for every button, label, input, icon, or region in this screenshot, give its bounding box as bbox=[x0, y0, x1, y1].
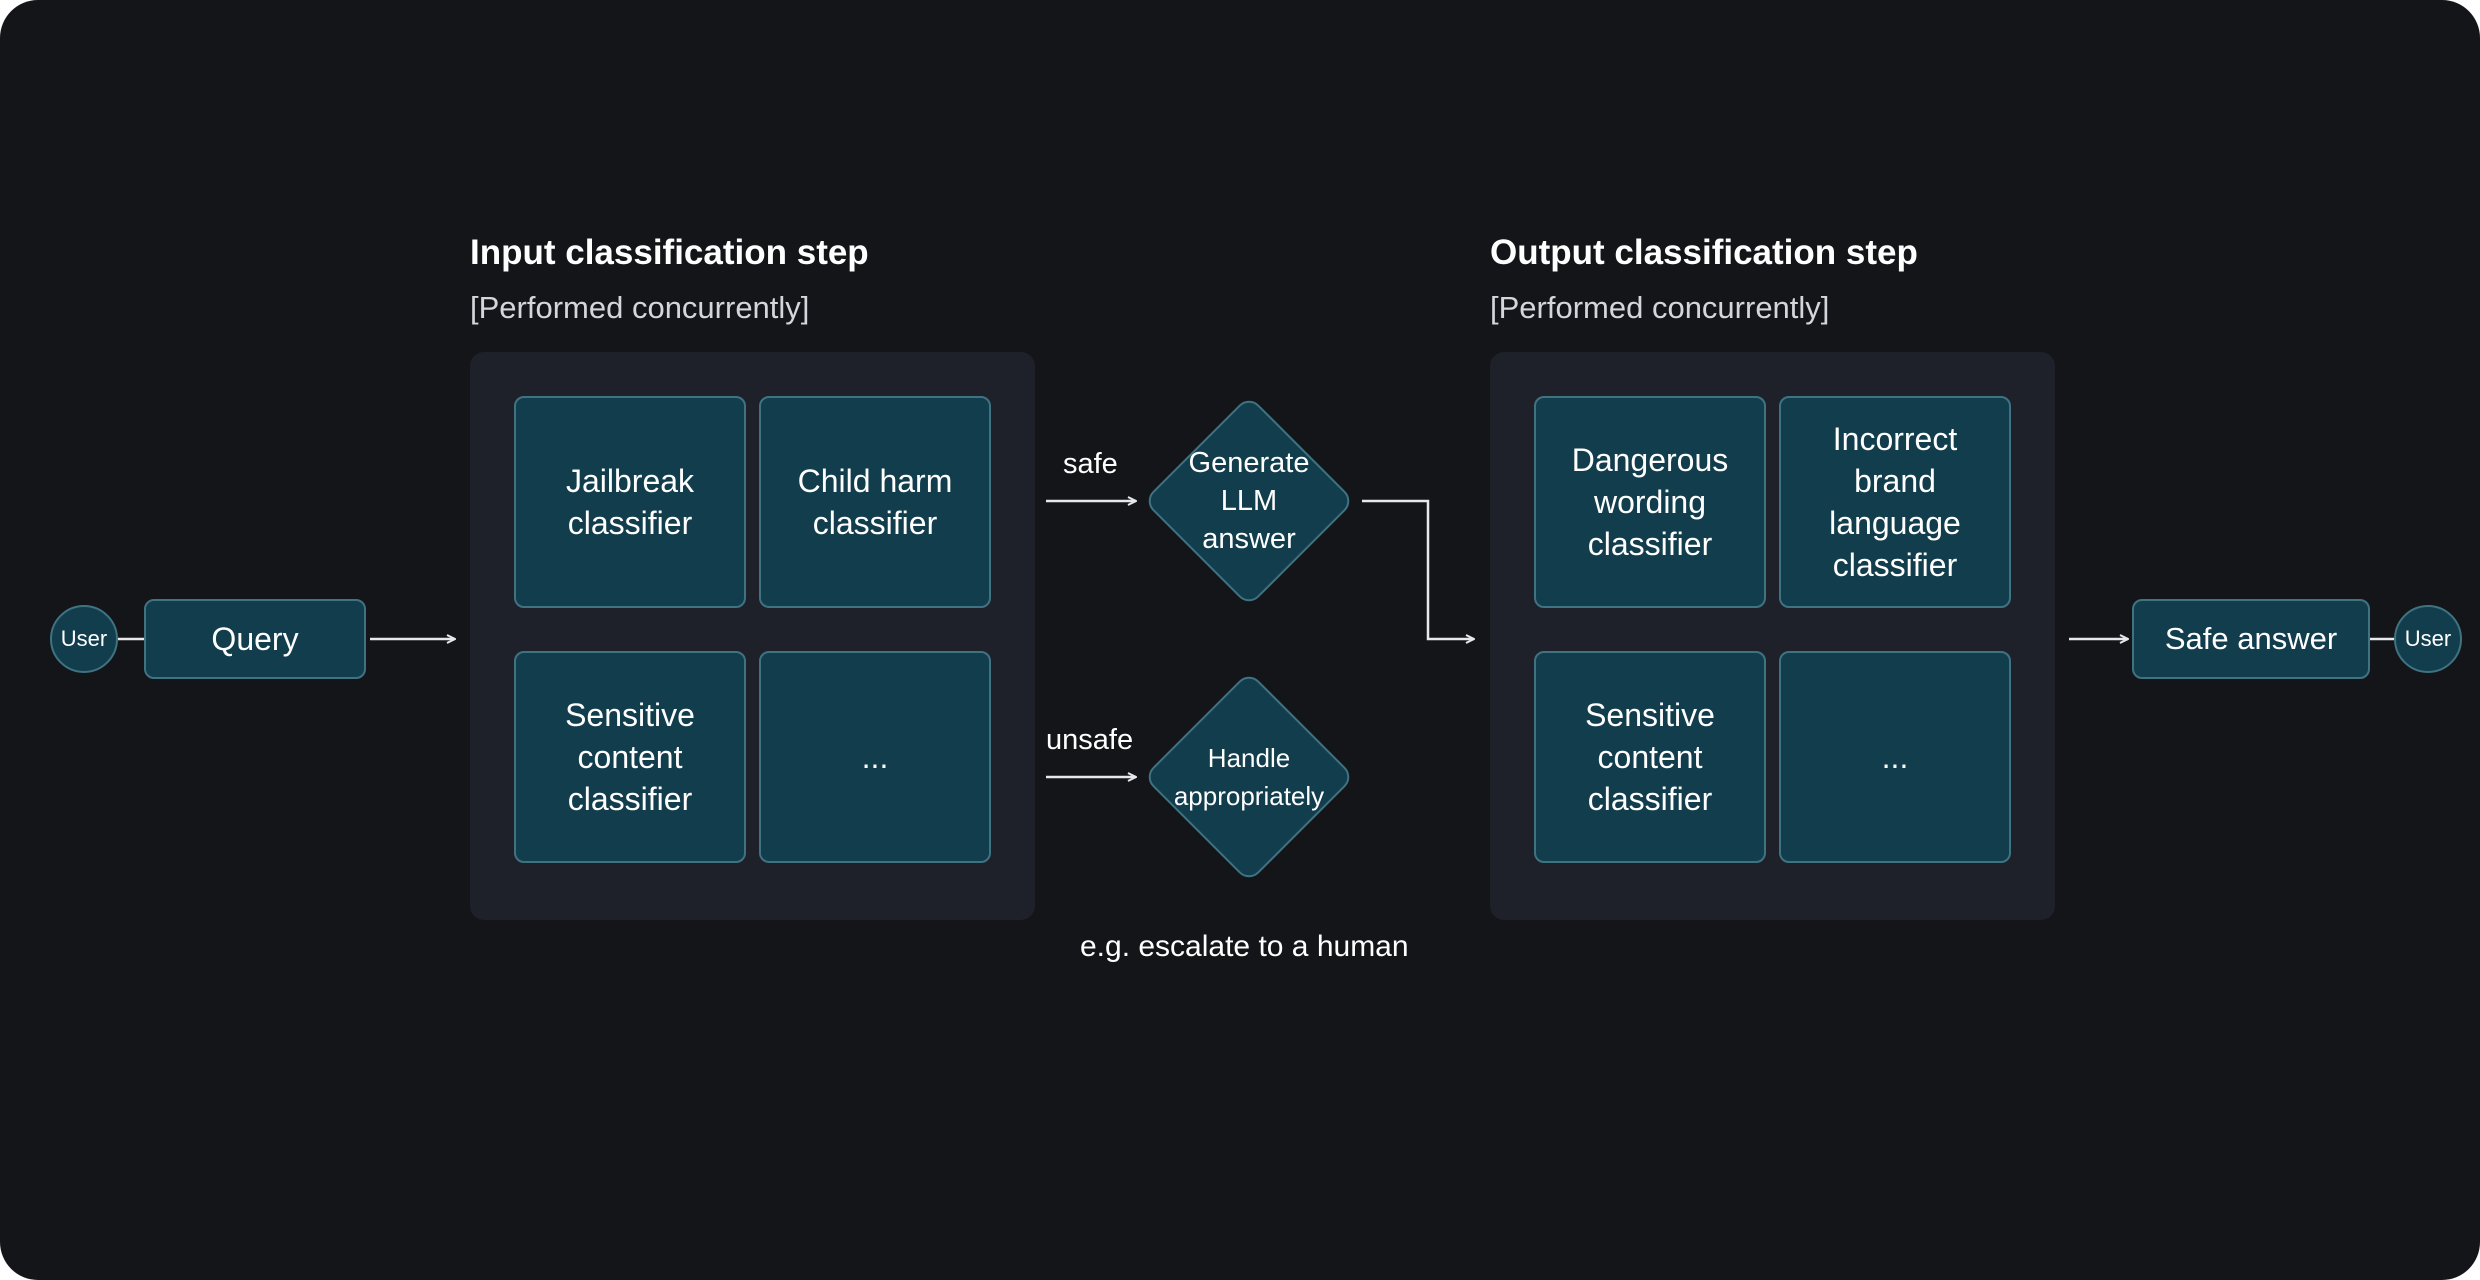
generate-answer-label: Generate LLM answer bbox=[1188, 447, 1310, 555]
input-step-subtitle: [Performed concurrently] bbox=[470, 290, 810, 325]
output-more-classifiers: ... bbox=[1779, 651, 2011, 863]
query-node: Query bbox=[144, 599, 366, 679]
unsafe-label: unsafe bbox=[1046, 724, 1134, 756]
input-step-title: Input classification step bbox=[470, 233, 869, 272]
child-harm-classifier: Child harm classifier bbox=[759, 396, 991, 608]
safe-label: safe bbox=[1063, 448, 1118, 480]
user-start-node: User bbox=[50, 605, 118, 673]
jailbreak-classifier: Jailbreak classifier bbox=[514, 396, 746, 608]
safe-answer-node: Safe answer bbox=[2132, 599, 2370, 679]
handle-note: e.g. escalate to a human bbox=[1080, 930, 1409, 963]
output-step-title: Output classification step bbox=[1490, 233, 1918, 272]
incorrect-brand-language-classifier: Incorrect brand language classifier bbox=[1779, 396, 2011, 608]
handle-appropriately-label: Handle appropriately bbox=[1173, 743, 1325, 811]
input-sensitive-content-classifier: Sensitive content classifier bbox=[514, 651, 746, 863]
output-step-subtitle: [Performed concurrently] bbox=[1490, 290, 1830, 325]
generate-to-output-step-arrow bbox=[1362, 499, 1474, 639]
input-more-classifiers: ... bbox=[759, 651, 991, 863]
user-end-node: User bbox=[2394, 605, 2462, 673]
dangerous-wording-classifier: Dangerous wording classifier bbox=[1534, 396, 1766, 608]
output-sensitive-content-classifier: Sensitive content classifier bbox=[1534, 651, 1766, 863]
